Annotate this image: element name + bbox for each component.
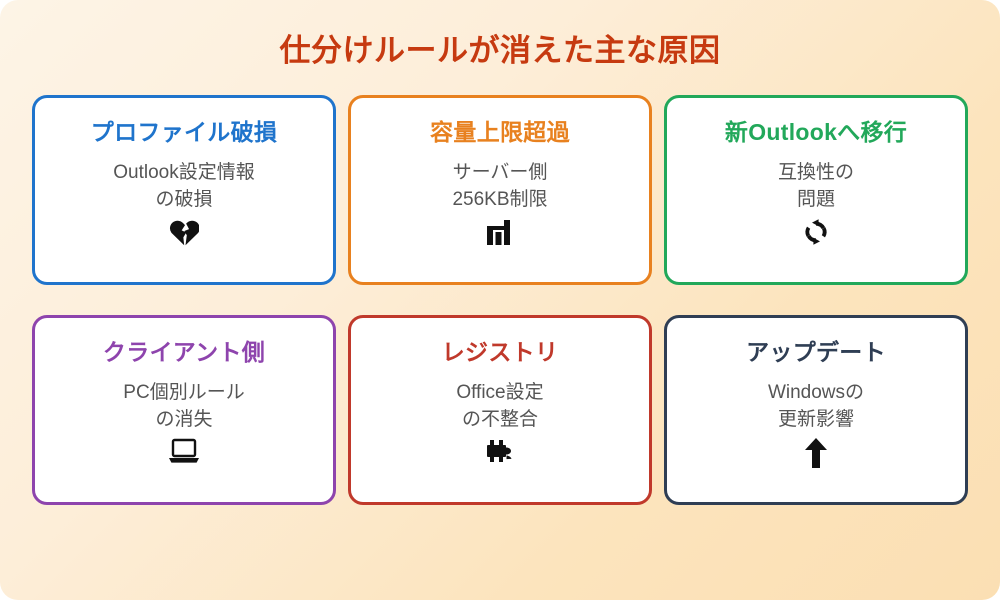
card-title: アップデート bbox=[746, 339, 886, 366]
card-title: 容量上限超過 bbox=[430, 119, 570, 146]
broken-heart-icon bbox=[169, 218, 199, 246]
laptop-icon bbox=[168, 438, 200, 464]
page-title: 仕分けルールが消えた主な原因 bbox=[279, 33, 721, 68]
card-description: 互換性の 問題 bbox=[777, 161, 854, 211]
cause-card-grid: プロファイル破損 Outlook設定情報 の破損 容量上限超過 サーバー側 25… bbox=[32, 95, 968, 506]
sync-arrows-icon bbox=[802, 218, 830, 246]
card-description: Outlook設定情報 の破損 bbox=[113, 161, 255, 211]
cause-card-update[interactable]: アップデート Windowsの 更新影響 bbox=[664, 315, 968, 506]
cause-card-profile-corruption[interactable]: プロファイル破損 Outlook設定情報 の破損 bbox=[32, 95, 336, 286]
cause-card-new-outlook-migration[interactable]: 新Outlookへ移行 互換性の 問題 bbox=[664, 95, 968, 286]
card-title: クライアント側 bbox=[102, 339, 266, 366]
card-title: 新Outlookへ移行 bbox=[724, 119, 908, 146]
card-title: レジストリ bbox=[441, 339, 559, 366]
cause-card-client-side[interactable]: クライアント側 PC個別ルール の消失 bbox=[32, 315, 336, 506]
electric-plug-icon bbox=[486, 438, 514, 464]
up-arrow-icon bbox=[805, 438, 827, 469]
cause-card-quota-exceeded[interactable]: 容量上限超過 サーバー側 256KB制限 bbox=[348, 95, 652, 286]
card-description: サーバー側 256KB制限 bbox=[452, 161, 548, 211]
card-title: プロファイル破損 bbox=[90, 119, 278, 146]
card-description: Windowsの 更新影響 bbox=[767, 381, 865, 431]
card-description: Office設定 の不整合 bbox=[456, 381, 544, 431]
bar-chart-icon bbox=[486, 218, 514, 246]
card-description: PC個別ルール の消失 bbox=[123, 381, 245, 431]
cause-card-registry[interactable]: レジストリ Office設定 の不整合 bbox=[348, 315, 652, 506]
